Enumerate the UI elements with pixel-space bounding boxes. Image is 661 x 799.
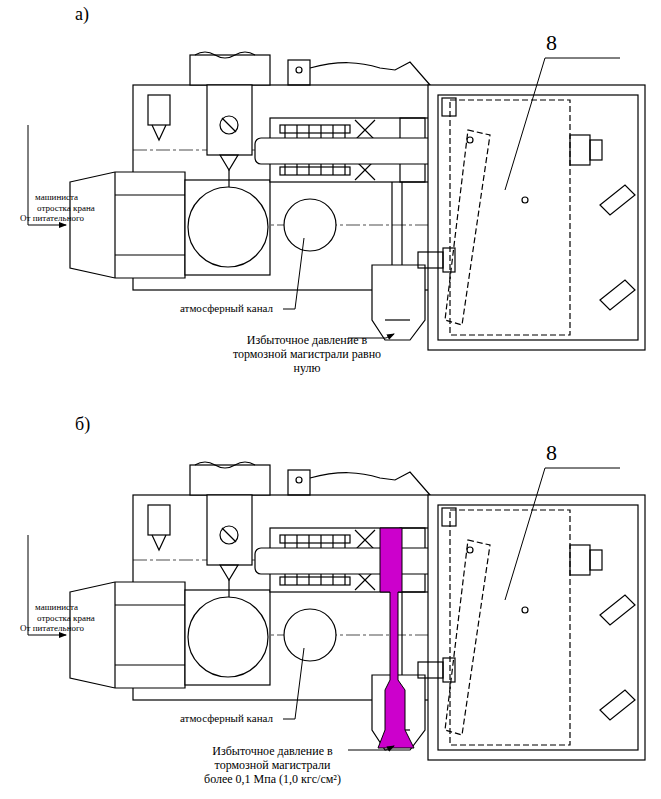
pipe-label: машиниста (35, 192, 78, 202)
pipe-label: отростка крана (37, 203, 95, 213)
panel-letter: а) (75, 4, 89, 25)
pipe-label: машиниста (35, 602, 78, 612)
channel-label: атмосферный канал (180, 712, 273, 725)
panel-letter: б) (75, 414, 90, 435)
pipe-label: отростка крана (37, 613, 95, 623)
channel-label: атмосферный канал (180, 302, 273, 315)
callout-number: 8 (546, 440, 557, 465)
callout-number: 8 (546, 30, 557, 55)
pipe-label: От питательного (20, 623, 84, 633)
pressure-note: Избыточное давление в тормозной магистра… (200, 744, 345, 786)
pipe-label: От питательного (20, 213, 84, 223)
pressure-note: Избыточное давление в тормозной магистра… (232, 333, 382, 375)
